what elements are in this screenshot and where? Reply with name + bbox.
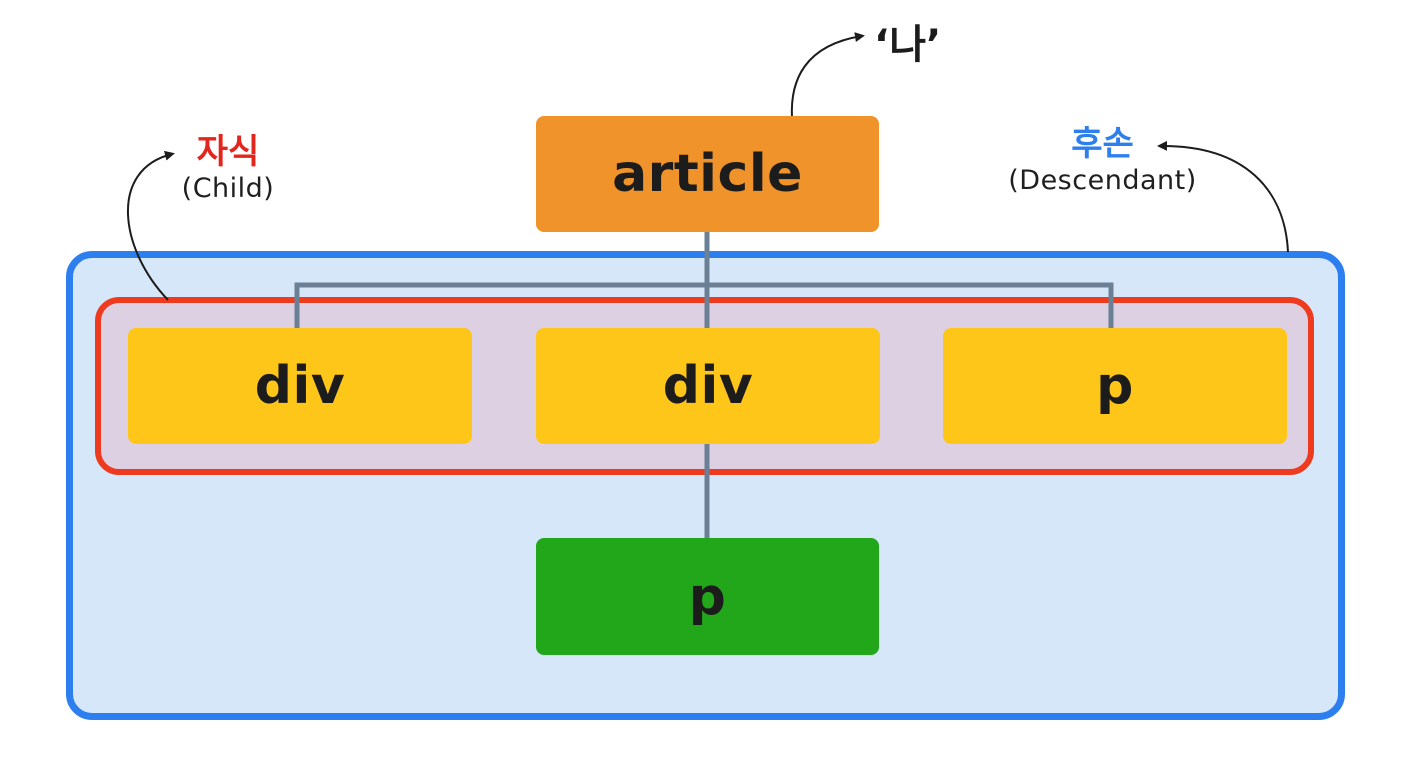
node-article: article bbox=[536, 116, 879, 232]
node-child-p: p bbox=[943, 328, 1287, 444]
label-descendant-english: (Descendant) bbox=[1008, 165, 1197, 196]
node-child-div-1: div bbox=[128, 328, 472, 444]
label-descendant-korean: 후손 bbox=[1071, 124, 1134, 164]
label-child: 자식 (Child) bbox=[158, 132, 298, 206]
label-descendant: 후손 (Descendant) bbox=[975, 124, 1230, 198]
label-child-english: (Child) bbox=[181, 173, 275, 204]
node-child-div-2: div bbox=[536, 328, 880, 444]
arrow-self bbox=[790, 32, 865, 119]
label-self: ‘나’ bbox=[874, 22, 942, 68]
label-child-korean: 자식 bbox=[196, 132, 260, 172]
node-grandchild-p: p bbox=[536, 538, 879, 655]
